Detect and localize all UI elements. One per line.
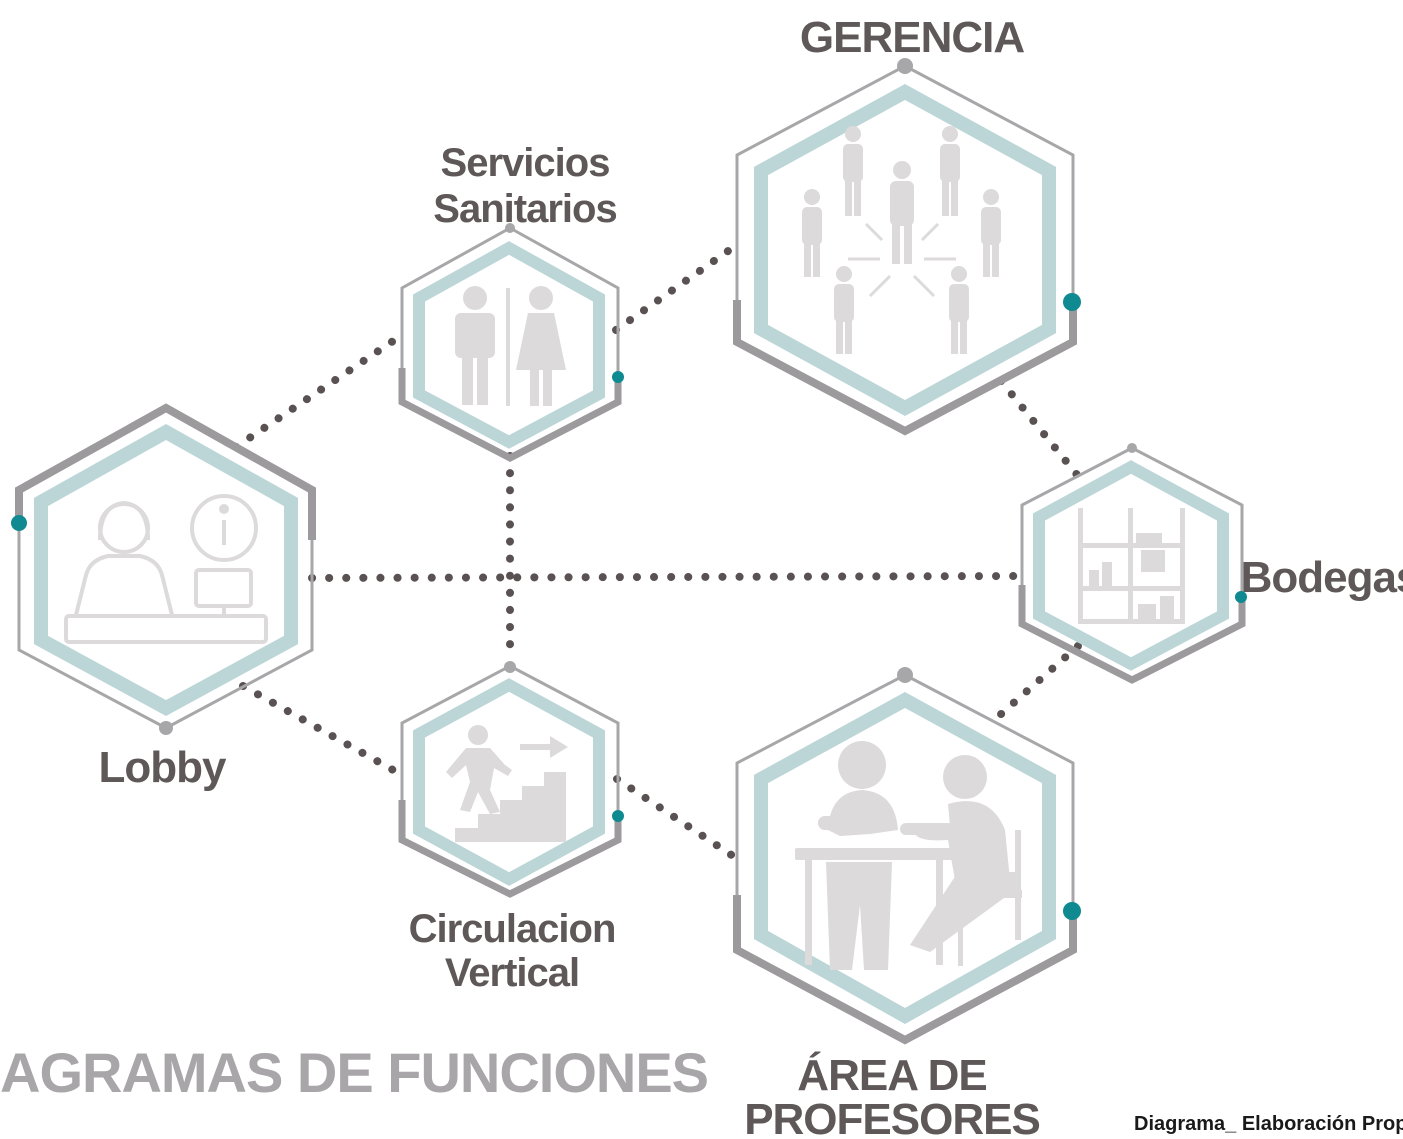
hex-shadow-gerencia [733, 300, 1077, 436]
hex-inner-bodegas [1033, 460, 1229, 671]
hex-outer-lobby [17, 406, 314, 730]
connectors [232, 240, 1082, 862]
accent-dot-circulacion [612, 810, 624, 822]
restroom-icon [455, 286, 566, 406]
hex-shadow-circulacion [398, 800, 622, 898]
hex-shadow-lobby [15, 403, 316, 540]
label-lobby: Lobby [99, 743, 228, 792]
accent-dot-gerencia [1063, 293, 1081, 311]
anchor-top-circulacion [504, 661, 516, 673]
hex-inner-lobby [34, 423, 298, 716]
hex-shadow-bodegas [1018, 585, 1246, 684]
anchor-bottom-lobby [159, 721, 173, 735]
label-profesores-line2: PROFESORES [744, 1095, 1040, 1139]
receptionist-info-icon [64, 494, 268, 644]
accent-dot-profesores [1063, 902, 1081, 920]
anchor-top-bodegas [1127, 443, 1137, 453]
connector-lobby-circulacion [239, 682, 406, 779]
shelves-icon [1078, 508, 1185, 624]
label-profesores-line1: ÁREA DE [797, 1050, 986, 1100]
label-bodegas: Bodegas [1241, 553, 1403, 602]
hex-inner-circulacion [413, 678, 605, 886]
node-profesores [733, 667, 1081, 1045]
accent-dot-bodegas [1235, 591, 1247, 603]
node-servicios [398, 223, 624, 462]
label-circulacion-line2: Vertical [445, 951, 579, 995]
hex-inner-gerencia [754, 84, 1056, 416]
label-servicios-line1: Servicios [441, 141, 610, 185]
people-network-icon [802, 126, 1001, 354]
anchor-top-profesores [897, 667, 913, 683]
node-bodegas [1018, 443, 1247, 684]
stairs-icon [446, 725, 568, 842]
connector-lobby-bodegas [308, 572, 1026, 582]
node-lobby [11, 403, 316, 735]
anchor-top-servicios [505, 223, 515, 233]
hex-inner-servicios [413, 241, 605, 449]
diagram-title: AGRAMAS DE FUNCIONES [0, 1041, 708, 1104]
accent-dot-lobby [11, 515, 27, 531]
hex-shadow-profesores [733, 895, 1077, 1045]
connector-lobby-servicios [232, 331, 406, 451]
label-circulacion-line1: Circulacion [409, 907, 616, 951]
label-gerencia: GERENCIA [800, 13, 1024, 62]
accent-dot-servicios [612, 371, 624, 383]
hex-shadow-servicios [398, 368, 622, 462]
connector-servicios-gerencia [612, 240, 742, 334]
anchor-top-gerencia [897, 58, 913, 74]
node-gerencia [733, 58, 1081, 436]
label-servicios-line2: Sanitarios [433, 187, 616, 231]
node-circulacion [398, 661, 624, 898]
connector-gerencia-bodegas [997, 377, 1082, 480]
diagram-caption: Diagrama_ Elaboración Prop [1134, 1113, 1403, 1135]
connector-circulacion-profesores [613, 775, 740, 862]
hex-inner-profesores [754, 692, 1056, 1025]
meeting-table-icon [795, 741, 1022, 970]
connector-bodegas-profesores [988, 642, 1082, 726]
